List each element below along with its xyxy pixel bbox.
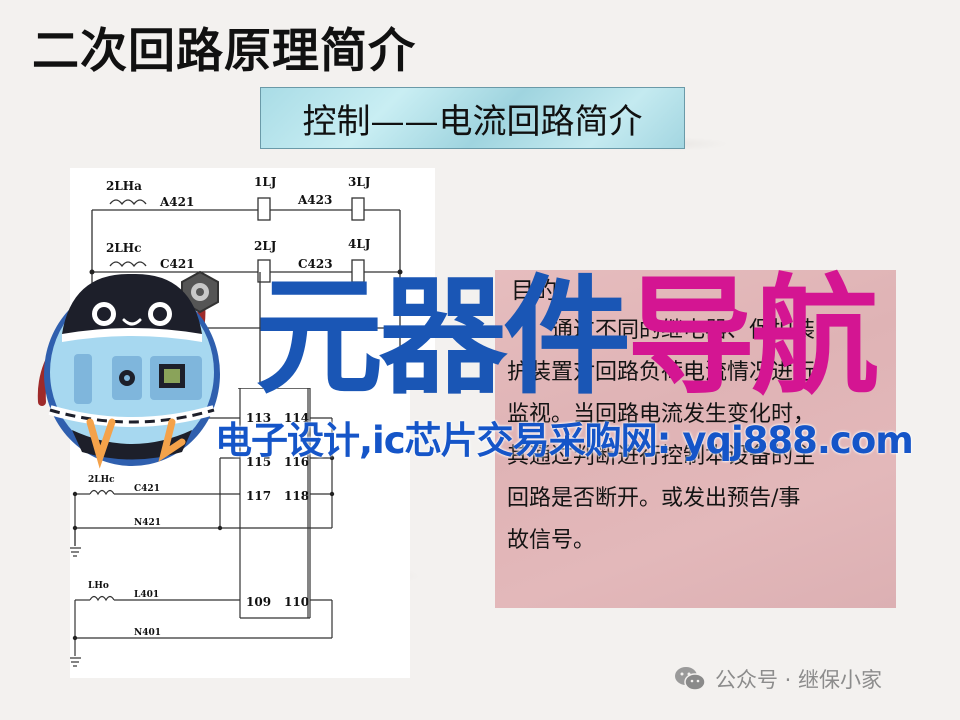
watermark-title-blue: 元器件 — [255, 263, 631, 412]
watermark-subtitle: 电子设计,ic芯片交易采购网: yqj888.com — [215, 419, 914, 462]
terminal-114: 114 — [284, 411, 309, 425]
ct-label-2lhc-lower: 2LHc — [88, 475, 115, 485]
purpose-line-4: 其通过判断进行控制本设备的主 — [507, 444, 816, 469]
subtitle-banner: 控制——电流回路简介 — [260, 87, 685, 149]
wechat-icon — [673, 664, 707, 694]
ct-label-2lhc: 2LHc — [106, 241, 141, 255]
ct-label-lho: LHo — [88, 581, 109, 591]
subtitle-text: 控制——电流回路简介 — [302, 101, 643, 142]
footer-text: 公众号 · 继保小家 — [715, 668, 883, 692]
terminal-110: 110 — [284, 595, 309, 609]
wire-label-n421: N421 — [134, 518, 161, 528]
wire-label-l401: L401 — [134, 590, 159, 600]
wire-label-c421: C421 — [160, 257, 195, 271]
footer-attribution: 公众号 · 继保小家 — [673, 664, 882, 694]
purpose-line-3: 监视。当回路电流发生变化时， — [507, 402, 816, 427]
terminal-113: 113 — [246, 411, 271, 425]
ct-label-2lha: 2LHa — [106, 179, 142, 193]
purpose-line-1: 通过不同的继电器、保护装 — [551, 318, 816, 343]
watermark-title-pink: 导航 — [627, 263, 879, 412]
terminal-117: 117 — [246, 489, 271, 503]
terminal-118: 118 — [284, 489, 309, 503]
terminal-116: 116 — [284, 455, 309, 469]
purpose-line-6: 故信号。 — [507, 528, 596, 553]
purpose-line-2: 护装置对回路负荷电流情况进行 — [507, 360, 816, 385]
wire-label-a423: A423 — [297, 193, 332, 207]
robot-mascot-icon — [32, 262, 232, 472]
terminal-109: 109 — [246, 595, 271, 609]
wire-label-a421: A421 — [159, 195, 194, 209]
purpose-line-5: 回路是否断开。或发出预告/事 — [507, 486, 801, 511]
wire-label-c421-lower: C421 — [134, 484, 160, 494]
slide-title: 二次回路原理简介 — [32, 24, 416, 79]
relay-label-1lj: 1LJ — [254, 175, 277, 189]
watermark-title: 元器件导航 — [255, 268, 879, 408]
relay-label-2lj: 2LJ — [254, 239, 277, 253]
wire-label-c423: C423 — [298, 257, 333, 271]
relay-label-4lj: 4LJ — [348, 237, 371, 251]
purpose-text-box: 目的 通过不同的继电器、保护装 护装置对回路负荷电流情况进行 监视。当回路电流发… — [495, 270, 896, 608]
purpose-heading: 目的 — [511, 278, 557, 304]
wire-label-n401: N401 — [134, 628, 161, 638]
terminal-115: 115 — [246, 455, 271, 469]
relay-label-3lj: 3LJ — [348, 175, 371, 189]
